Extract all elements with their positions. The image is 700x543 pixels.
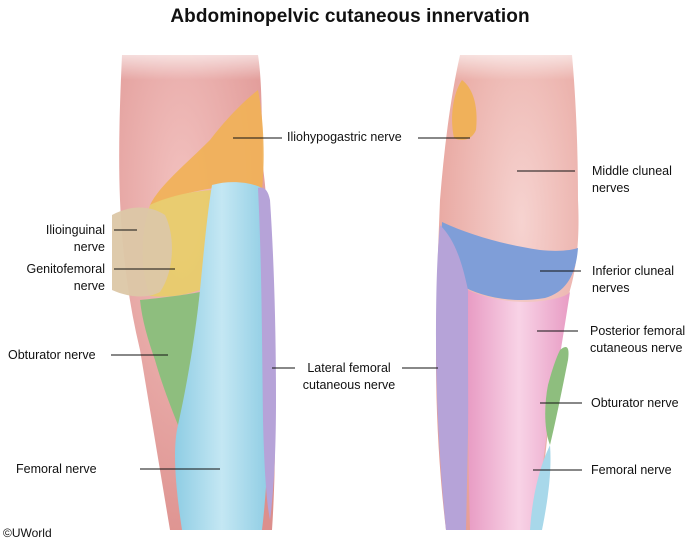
femoral-region-anterior	[175, 182, 269, 530]
inferior-cluneal-region	[441, 222, 578, 301]
label-genitofemoral-line2: nerve	[73, 279, 105, 293]
label-posterior-femoral-line2: cutaneous nerve	[590, 341, 683, 355]
label-obturator-nerve-right: Obturator nerve	[591, 396, 679, 410]
label-inferior-cluneal-nerves: Inferior cluneal nerves	[592, 263, 674, 297]
femoral-region-posterior	[530, 445, 551, 530]
posterior-view	[436, 40, 590, 530]
label-lateral-femoral-line1: Lateral femoral	[307, 361, 391, 375]
label-genitofemoral-nerve: Genitofemoral nerve	[5, 261, 105, 295]
lateral-femoral-cutaneous-region-posterior	[436, 225, 469, 530]
diagram-title: Abdominopelvic cutaneous innervation	[170, 6, 530, 27]
label-femoral-nerve-right: Femoral nerve	[591, 463, 672, 477]
lateral-femoral-cutaneous-region-anterior	[258, 187, 276, 520]
genitofemoral-region	[112, 207, 172, 297]
leader-lines	[111, 137, 582, 471]
label-femoral-nerve-left: Femoral nerve	[16, 462, 97, 476]
label-posterior-femoral-line1: Posterior femoral	[590, 324, 686, 338]
iliohypogastric-region-anterior	[150, 90, 264, 205]
label-middle-cluneal-line2: nerves	[592, 181, 630, 195]
label-genitofemoral-line1: Genitofemoral	[26, 262, 105, 276]
obturator-region-posterior	[545, 347, 569, 445]
label-lateral-femoral-line2: cutaneous nerve	[302, 378, 396, 392]
label-posterior-femoral-cutaneous-nerve: Posterior femoral cutaneous nerve	[590, 323, 685, 357]
iliohypogastric-region-posterior	[452, 80, 477, 140]
label-ilioinguinal-line2: nerve	[73, 240, 105, 254]
label-iliohypogastric-nerve: Iliohypogastric nerve	[287, 130, 402, 144]
label-middle-cluneal-line1: Middle cluneal	[592, 164, 672, 178]
anterior-view	[110, 40, 280, 530]
copyright-credit: ©UWorld	[3, 526, 52, 540]
label-inferior-cluneal-line2: nerves	[592, 281, 630, 295]
label-middle-cluneal-nerves: Middle cluneal nerves	[592, 163, 672, 197]
label-inferior-cluneal-line1: Inferior cluneal	[592, 264, 674, 278]
posterior-femoral-cutaneous-region	[468, 290, 570, 530]
label-ilioinguinal-line1: Ilioinguinal	[45, 223, 105, 237]
label-ilioinguinal-nerve: Ilioinguinal nerve	[5, 222, 105, 256]
label-obturator-nerve-left: Obturator nerve	[8, 348, 96, 362]
label-lateral-femoral-cutaneous-nerve: Lateral femoral cutaneous nerve	[297, 360, 401, 394]
